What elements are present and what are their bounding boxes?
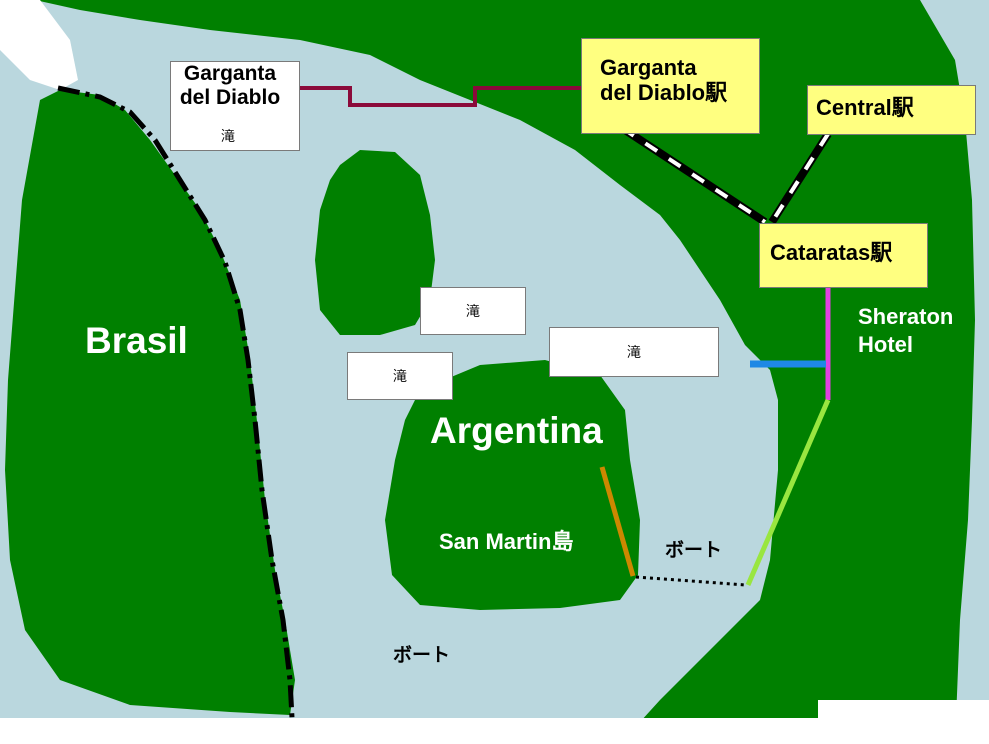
label-hotel-line1: Sheraton — [858, 304, 954, 329]
falls-label-a: 滝 — [420, 287, 526, 335]
station-garganta-line1: Garganta — [600, 55, 697, 80]
garganta-falls-line1: Garganta — [183, 62, 277, 85]
trail-orange — [599, 466, 636, 577]
station-central-label: Central駅 — [816, 95, 914, 120]
upper-island — [315, 150, 435, 335]
label-hotel-line2: Hotel — [858, 332, 913, 358]
garganta-falls-line2: del Diablo — [179, 86, 281, 110]
station-cataratas: Cataratas駅 — [759, 223, 928, 288]
label-san-martin: San Martin島 — [439, 529, 574, 554]
garganta-falls-suffix: 滝 — [221, 128, 235, 144]
falls-label-b: 滝 — [347, 352, 453, 400]
trail-lime — [745, 399, 831, 586]
station-garganta-line2: del Diablo駅 — [600, 80, 728, 106]
san-martin-island — [385, 360, 640, 610]
label-argentina: Argentina — [430, 410, 603, 451]
station-garganta: Garganta del Diablo駅 — [581, 38, 760, 134]
falls-label-c: 滝 — [549, 327, 719, 377]
label-brasil: Brasil — [85, 320, 188, 361]
brasil-land — [5, 90, 295, 715]
argentina-north-bank — [35, 0, 975, 744]
bridge-walkway — [300, 86, 582, 107]
station-central: Central駅 — [807, 85, 976, 135]
label-boat-east: ボート — [665, 540, 723, 561]
border-line — [57, 85, 295, 719]
railway — [619, 124, 832, 226]
bottom-right-margin — [818, 700, 989, 744]
label-hotel: Sheraton Hotel — [858, 304, 953, 358]
garganta-falls-box: Garganta del Diablo 滝 — [170, 61, 300, 151]
boat-route — [635, 575, 747, 587]
station-cataratas-label: Cataratas駅 — [770, 240, 893, 265]
sky-corner — [0, 0, 78, 90]
label-boat-south: ボート — [393, 645, 451, 666]
